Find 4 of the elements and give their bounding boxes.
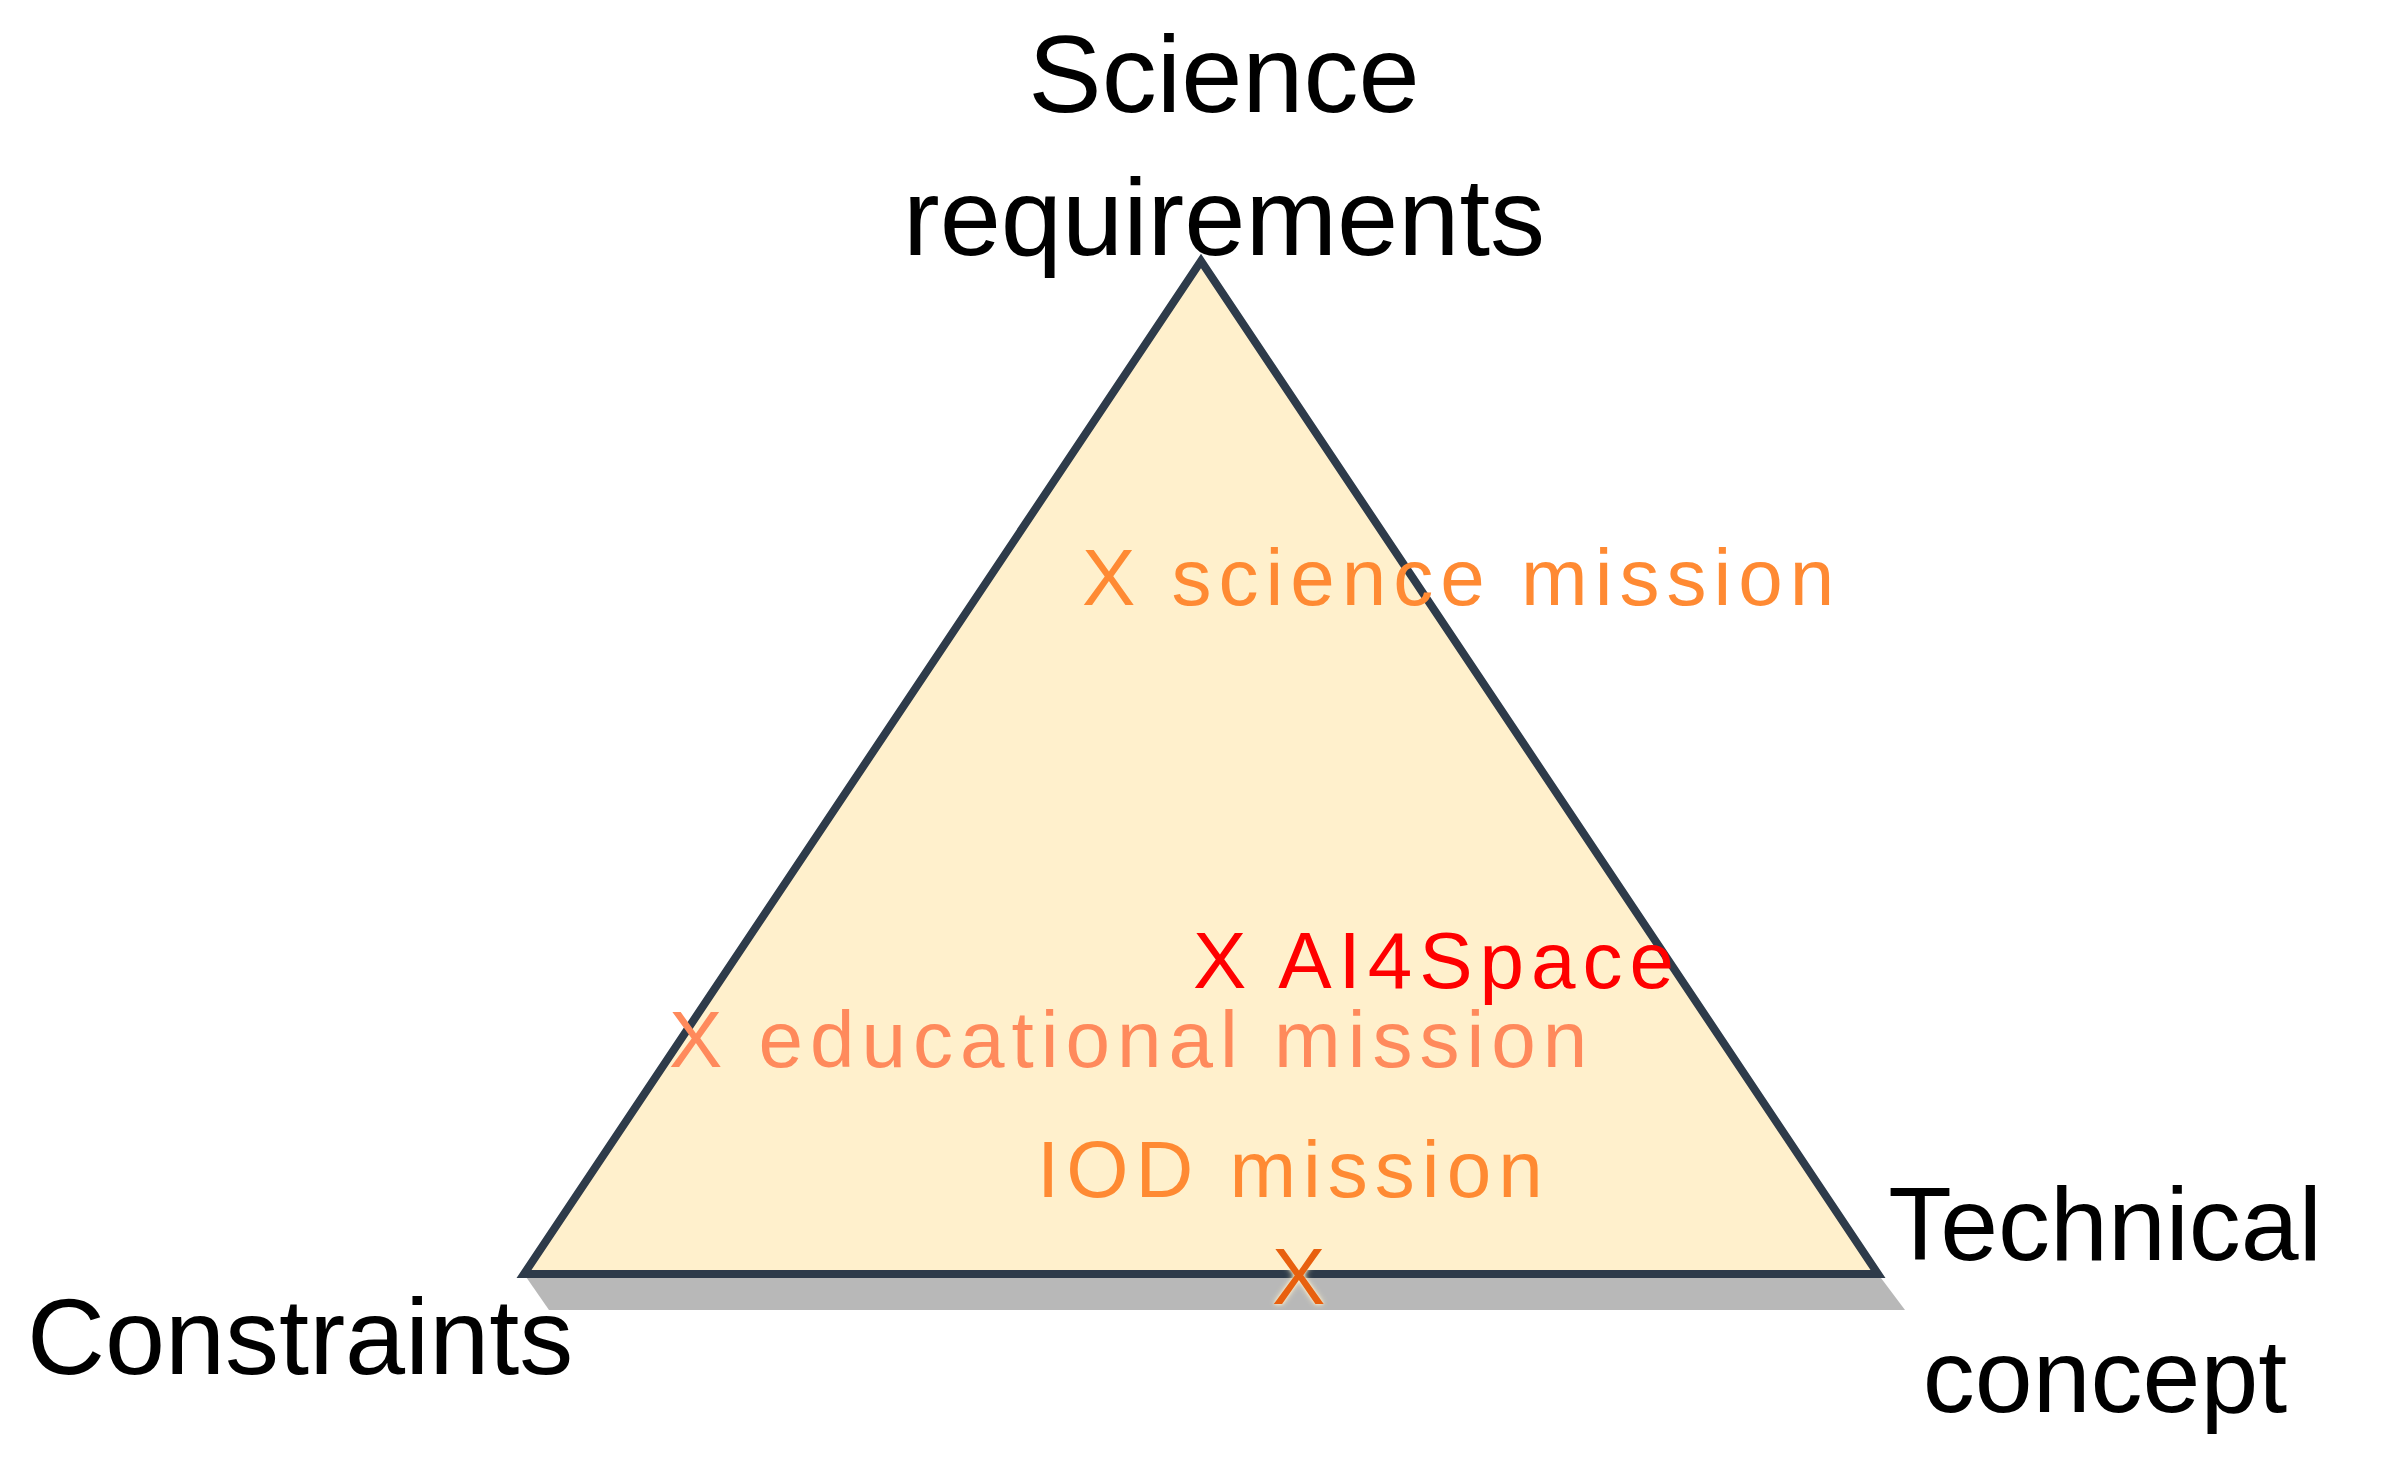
- vertex-label: Science requirements: [902, 11, 1546, 280]
- vertex-label: Technical concept: [1887, 1165, 2323, 1436]
- vertex-label: Constraints: [27, 1275, 574, 1399]
- mission-label: IOD mission: [1037, 1124, 1550, 1216]
